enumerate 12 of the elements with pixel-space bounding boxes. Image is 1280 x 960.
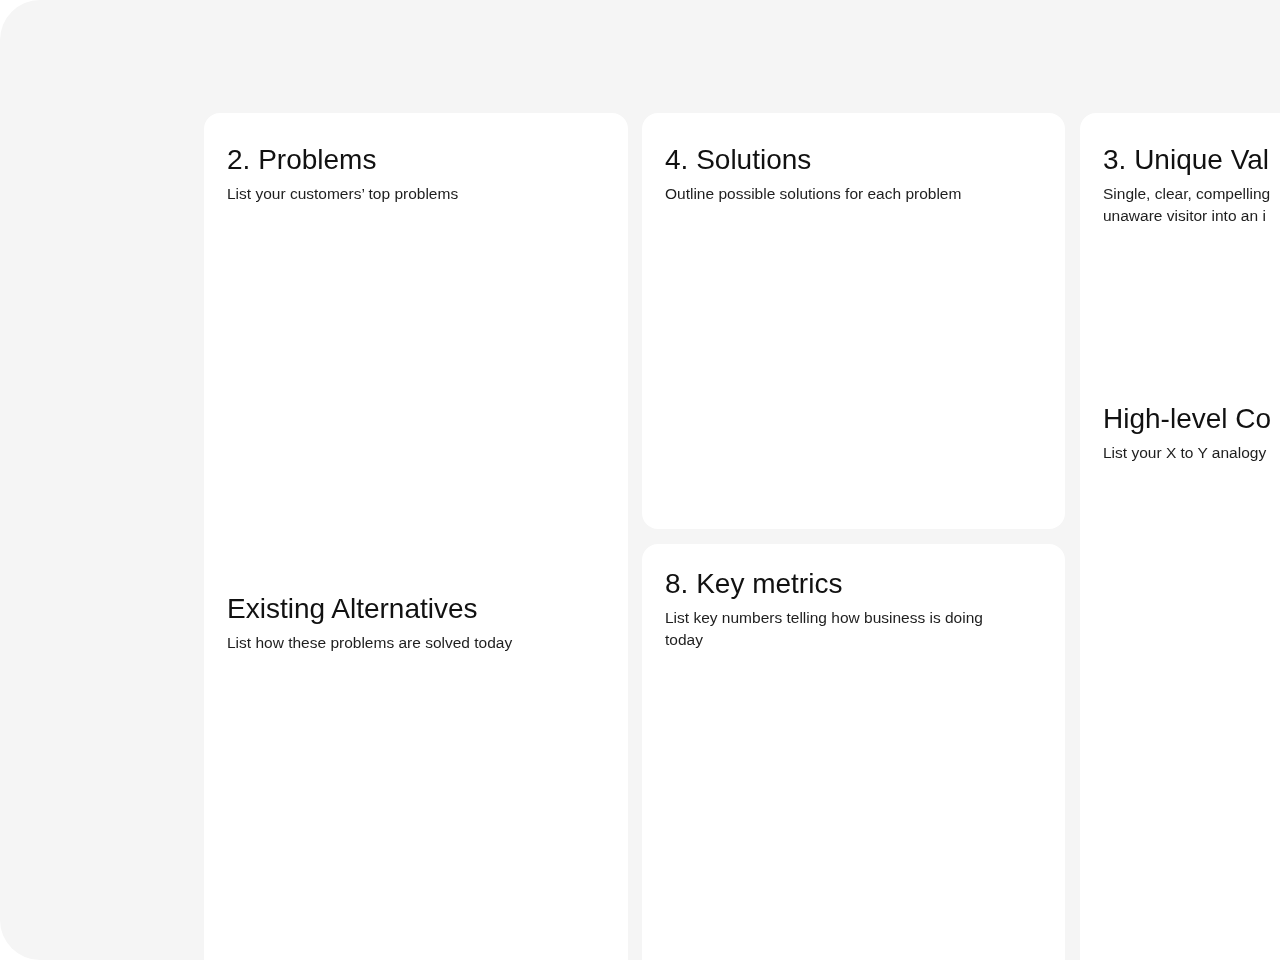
section-heading: Existing Alternatives: [227, 592, 478, 626]
section-description: List key numbers telling how business is doing today: [665, 608, 984, 650]
section-heading: 4. Solutions: [665, 143, 812, 177]
section-description: List your X to Y analogy: [1103, 443, 1268, 463]
section-heading: 3. Unique Val: [1103, 143, 1270, 177]
section-description: List your customers’ top problems: [227, 184, 460, 204]
section-description: Outline possible solutions for each problem: [665, 184, 963, 204]
section-heading: 2. Problems: [227, 143, 377, 177]
section-description: List how these problems are solved today: [227, 633, 514, 653]
section-heading: 8. Key metrics: [665, 567, 843, 601]
section-heading: High-level Co: [1103, 402, 1272, 436]
section-description: Single, clear, compelling unaware visitor into an i: [1103, 184, 1272, 226]
